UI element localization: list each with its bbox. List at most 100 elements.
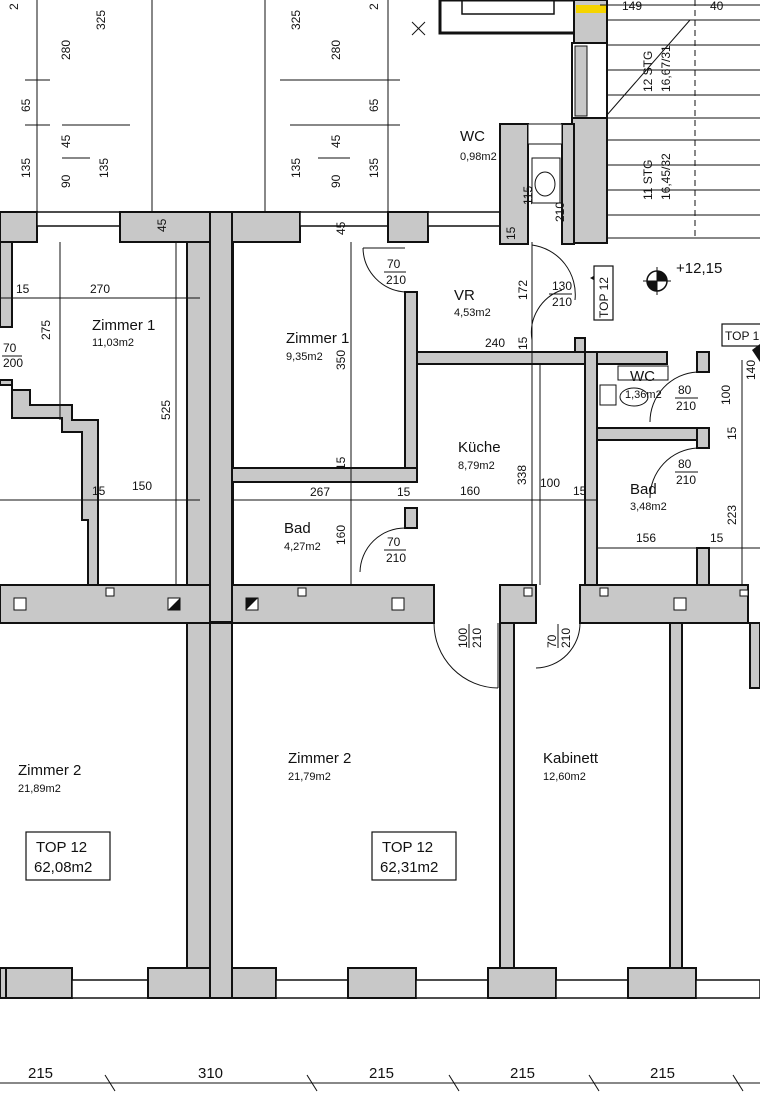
elevation-label: +12,15 — [676, 260, 722, 277]
room-name: VR — [454, 287, 475, 304]
kueche: Küche 8,79m2 160 338 100 15 — [417, 364, 597, 585]
zimmer1-mid: 350 15 267 15 160 45 Zimmer 1 9,35m2 Bad… — [231, 221, 420, 585]
room-area: 21,79m2 — [288, 771, 331, 783]
dim-text: 45 — [334, 221, 348, 235]
dim-text: 135 — [289, 158, 303, 178]
unit-label: TOP 12 — [382, 839, 433, 856]
top-exterior-wall — [0, 123, 575, 623]
dim-text: 45 — [329, 134, 343, 148]
dim-text: 15 — [504, 226, 518, 240]
staircase: 149 40 12 STG 16,67/31 11 STG 16,45/32 — [571, 0, 760, 244]
elevation-marker: +12,15 — [643, 260, 722, 295]
dim-text: 240 — [485, 336, 505, 350]
dim-text: 325 — [289, 10, 303, 30]
unit-box — [25, 831, 111, 881]
dim-text: 215 — [369, 1065, 394, 1082]
dim-text: 135 — [97, 158, 111, 178]
dim-text: 45 — [59, 134, 73, 148]
room-area: 0,98m2 — [460, 151, 497, 163]
door-width: 80 — [678, 383, 692, 397]
room-area: 4,53m2 — [454, 307, 491, 319]
room-name: Zimmer 1 — [286, 330, 349, 347]
dim-text: 338 — [515, 465, 529, 485]
dim-text: 40 — [710, 0, 724, 13]
dim-text: 280 — [59, 40, 73, 60]
dim-text: 65 — [367, 98, 381, 112]
lower-rooms: Zimmer 2 21,89m2 Zimmer 2 21,79m2 Kabine… — [18, 622, 760, 999]
bottom-exterior-wall — [0, 967, 760, 999]
middle-wall-row: 100 210 70 210 — [0, 584, 749, 689]
bottom-dimension-chain: 215 310 215 215 215 — [0, 1065, 760, 1092]
room-area: 4,27m2 — [284, 541, 321, 553]
door-height: 210 — [559, 628, 573, 648]
room-name: Zimmer 2 — [288, 750, 351, 767]
room-area: 11,03m2 — [92, 337, 134, 349]
dim-text: 15 — [516, 336, 530, 350]
room-area: 1,36m2 — [625, 389, 662, 401]
unit-area: 62,31m2 — [380, 859, 438, 876]
dim-text: 15 — [573, 484, 587, 498]
wc-top: WC 0,98m2 115 210 15 — [460, 123, 567, 240]
room-name: WC — [460, 128, 485, 145]
room-area: 21,89m2 — [18, 783, 61, 795]
door-width: 70 — [387, 257, 401, 271]
stair-ratio: 16,45/32 — [659, 153, 673, 200]
dim-text: 325 — [94, 10, 108, 30]
dim-text: 100 — [719, 385, 733, 405]
door-width: 100 — [456, 628, 470, 648]
room-name: Bad — [630, 481, 657, 498]
stair-steps: 12 STG — [641, 51, 655, 92]
room-name: WC — [630, 368, 655, 385]
door-height: 210 — [386, 273, 406, 287]
dim-text: 150 — [132, 479, 152, 493]
top-dimension-chains: 280 325 65 45 135 90 135 2 325 280 65 45… — [7, 0, 400, 225]
dim-text: 15 — [92, 484, 106, 498]
wc-bad-right: WC 1,36m2 80 210 80 210 Bad 3,48m2 156 1… — [584, 323, 760, 589]
dim-text: 210 — [553, 202, 567, 222]
dim-text: 223 — [725, 505, 739, 525]
dim-text: 267 — [310, 485, 330, 499]
stair-steps: 11 STG — [641, 160, 655, 200]
unit-label: TOP 12 — [36, 839, 87, 856]
top-window-unit — [411, 0, 608, 44]
dim-text: 140 — [744, 360, 758, 380]
dim-text: 310 — [198, 1065, 223, 1082]
door-height: 210 — [676, 473, 696, 487]
dim-text: 215 — [510, 1065, 535, 1082]
dim-text: 215 — [28, 1065, 53, 1082]
room-name: Kabinett — [543, 750, 599, 767]
room-name: Zimmer 1 — [92, 317, 155, 334]
door-height: 210 — [386, 551, 406, 565]
dim-text: 160 — [334, 525, 348, 545]
dim-text: 275 — [39, 320, 53, 340]
vorraum: VR 4,53m2 240 172 15 130 210 TOP 12 — [416, 242, 614, 585]
door-width: 70 — [545, 634, 559, 648]
door-width: 80 — [678, 457, 692, 471]
dim-text: 2 — [7, 3, 21, 10]
dim-text: 135 — [367, 158, 381, 178]
top-tag: TOP 1 — [725, 329, 760, 343]
room-name: Küche — [458, 439, 501, 456]
dim-text: 156 — [636, 531, 656, 545]
dim-text: 15 — [725, 426, 739, 440]
unit-area: 62,08m2 — [34, 859, 92, 876]
door-width: 130 — [552, 279, 572, 293]
room-name: Bad — [284, 520, 311, 537]
room-name: Zimmer 2 — [18, 762, 81, 779]
door-width: 70 — [387, 535, 401, 549]
unit-box — [371, 831, 457, 881]
door-height: 210 — [676, 399, 696, 413]
door-height: 200 — [3, 356, 23, 370]
dim-text: 270 — [90, 282, 110, 296]
dim-text: 100 — [540, 476, 560, 490]
dim-text: 280 — [329, 40, 343, 60]
dim-text: 172 — [516, 280, 530, 300]
dim-text: 525 — [159, 400, 173, 420]
stair-ratio: 16,67/31 — [659, 45, 673, 92]
dim-text: 15 — [710, 531, 724, 545]
dim-text: 215 — [650, 1065, 675, 1082]
dim-text: 90 — [329, 174, 343, 188]
dim-text: 149 — [622, 0, 642, 13]
dim-text: 15 — [16, 282, 30, 296]
